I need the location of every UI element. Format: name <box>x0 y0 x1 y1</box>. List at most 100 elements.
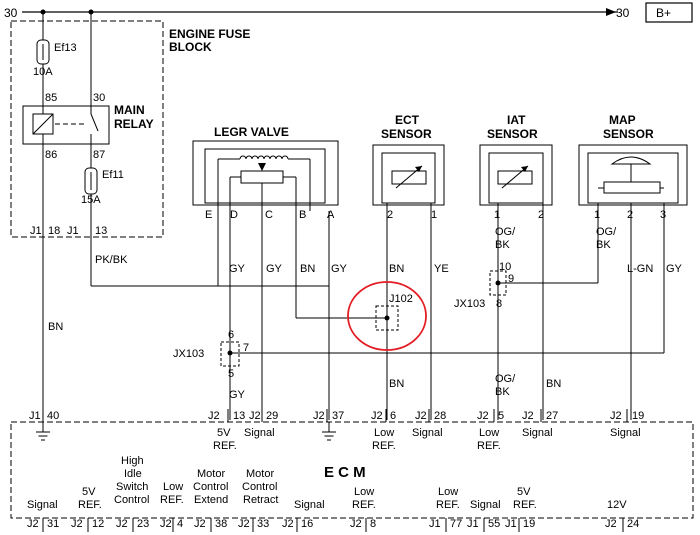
ecm-low-ref-8: Low <box>354 486 374 498</box>
wire-label-ogbk-map-2: BK <box>596 239 611 251</box>
fuse-block-pin-13: 13 <box>95 225 107 237</box>
ecm-motor-retract: Control <box>242 481 277 493</box>
iat-title-line2: SENSOR <box>487 127 538 141</box>
map-sensor-box <box>578 144 688 206</box>
ecm-bottom-conn: J2 <box>71 518 83 530</box>
iat-inner-box <box>488 152 544 204</box>
ecm-signal-55: Signal <box>470 499 501 511</box>
wiper-arrow-icon <box>258 163 266 171</box>
relay-label-line2: RELAY <box>114 117 154 131</box>
map-pin-3: 3 <box>660 209 666 221</box>
ecm-signal-19: Signal <box>610 427 641 439</box>
ecm-bottom-pin: 31 <box>47 518 59 530</box>
arrowhead-icon <box>521 166 528 172</box>
highlight-circle <box>347 281 427 351</box>
wire-color-labels: GY GY BN GY BN YE OG/ BK OG/ BK L-GN GY … <box>229 226 683 401</box>
ecm-bottom-pins: J2 31 J2 12 J2 23 J2 4 J2 38 J2 33 J2 16… <box>27 518 639 530</box>
map-pin-1: 1 <box>594 209 600 221</box>
map-inner-box <box>587 152 679 204</box>
relay-pin-85: 85 <box>45 92 57 104</box>
ecm-5v-ref-19: 5V <box>517 486 531 498</box>
legr-valve-inner <box>204 148 326 204</box>
ecm-signal-27: Signal <box>522 427 553 439</box>
legr-pin-a: A <box>327 209 335 221</box>
splice-jx103-left-pin5: 5 <box>228 368 234 380</box>
ecm-top-conn: J2 <box>313 410 325 422</box>
ecm-top-conn: J2 <box>208 410 220 422</box>
fuse-block-pin-j1b: J1 <box>67 225 79 237</box>
ecm-signal-16: Signal <box>294 499 325 511</box>
ecm-low-ref-77: Low <box>438 486 458 498</box>
ect-pin-2: 2 <box>387 209 393 221</box>
splice-j102-label: J102 <box>389 293 413 305</box>
ecm-signal-28: Signal <box>412 427 443 439</box>
ecm-high-idle: Control <box>114 494 149 506</box>
legr-valve-title: LEGR VALVE <box>214 125 289 139</box>
wire-label-lgn-map: L-GN <box>627 263 653 275</box>
ecm-bottom-pin: 19 <box>523 518 535 530</box>
ecm-bottom-pin: 55 <box>488 518 500 530</box>
ecm-bottom-pin: 8 <box>370 518 376 530</box>
ecm-5v-ref-19: REF. <box>513 499 537 511</box>
fuse-block-pin-18: 18 <box>48 225 60 237</box>
ecm-low-ref-8: REF. <box>352 499 376 511</box>
ecm-top-pin: 28 <box>434 410 446 422</box>
relay-pin-87: 87 <box>93 149 105 161</box>
splice-jx103-left-pin7: 7 <box>243 342 249 354</box>
ecm-5v-ref: REF. <box>213 440 237 452</box>
ecm-low-ref-4: REF. <box>160 494 184 506</box>
ecm-motor-extend: Motor <box>197 468 225 480</box>
ect-title-line1: ECT <box>395 113 420 127</box>
iat-title-line1: IAT <box>507 113 526 127</box>
ecm-top-pin: 13 <box>233 410 245 422</box>
ect-title-line2: SENSOR <box>381 127 432 141</box>
splice-jx103-left-pin6: 6 <box>228 329 234 341</box>
legr-potentiometer-icon <box>240 170 284 184</box>
ecm-low-ref-6: Low <box>374 427 394 439</box>
pressure-diaphragm-icon <box>610 156 652 165</box>
wire-label-bn-ect-lower: BN <box>389 378 404 390</box>
ecm-top-pin: 5 <box>498 410 504 422</box>
ecm-top-pin: 37 <box>332 410 344 422</box>
map-title-line1: MAP <box>609 113 636 127</box>
ecm-motor-extend: Extend <box>194 494 228 506</box>
relay-switch-icon <box>90 113 99 132</box>
ecm-bottom-function-labels: Signal 5V REF. High Idle Switch Control … <box>27 455 627 511</box>
wire-label-bn-b: BN <box>300 263 315 275</box>
wire-label-bn-ect: BN <box>389 263 404 275</box>
wire-label-ogbk-iat-1: OG/ <box>495 226 516 238</box>
ecm-top-conn: J2 <box>610 410 622 422</box>
ecm-top-pin: 29 <box>266 410 278 422</box>
wire-label-gy-c: GY <box>266 263 283 275</box>
splice-jx103-right-pin8: 8 <box>496 298 502 310</box>
splice-jx103-right-pin9: 9 <box>508 273 514 285</box>
bplus-label: B+ <box>656 6 671 20</box>
ecm-bottom-conn: J1 <box>467 518 479 530</box>
ecm-top-conn: J2 <box>249 410 261 422</box>
ecm-top-pin: 6 <box>390 410 396 422</box>
wire-label-gy-a: GY <box>331 263 348 275</box>
ecm-top-conn: J2 <box>522 410 534 422</box>
ground-icon <box>322 422 336 441</box>
legr-pin-b: B <box>299 209 306 221</box>
power-left-label: 30 <box>4 6 18 20</box>
wire-label-ogbk-lower-1: OG/ <box>495 373 516 385</box>
fuse-ef13-name: Ef13 <box>54 42 77 54</box>
junction-dot <box>495 280 501 286</box>
ecm-low-ref-5: Low <box>479 427 499 439</box>
ecm-bottom-conn: J2 <box>27 518 39 530</box>
ecm-bottom-pin: 23 <box>137 518 149 530</box>
ecm-top-pin: 19 <box>632 410 644 422</box>
splice-jx103-left-label: JX103 <box>173 348 204 360</box>
iat-pin-1: 1 <box>494 209 500 221</box>
map-pin-2: 2 <box>627 209 633 221</box>
ecm-high-idle: Switch <box>116 481 148 493</box>
ecm-top-conn: J2 <box>371 410 383 422</box>
ecm-5v-ref: 5V <box>217 427 231 439</box>
ecm-low-ref-5: REF. <box>477 440 501 452</box>
ecm-bottom-pin: 24 <box>627 518 639 530</box>
ground-icon <box>36 422 50 441</box>
ecm-top-conn: J2 <box>477 410 489 422</box>
ecm-top-conn: J1 <box>29 410 41 422</box>
